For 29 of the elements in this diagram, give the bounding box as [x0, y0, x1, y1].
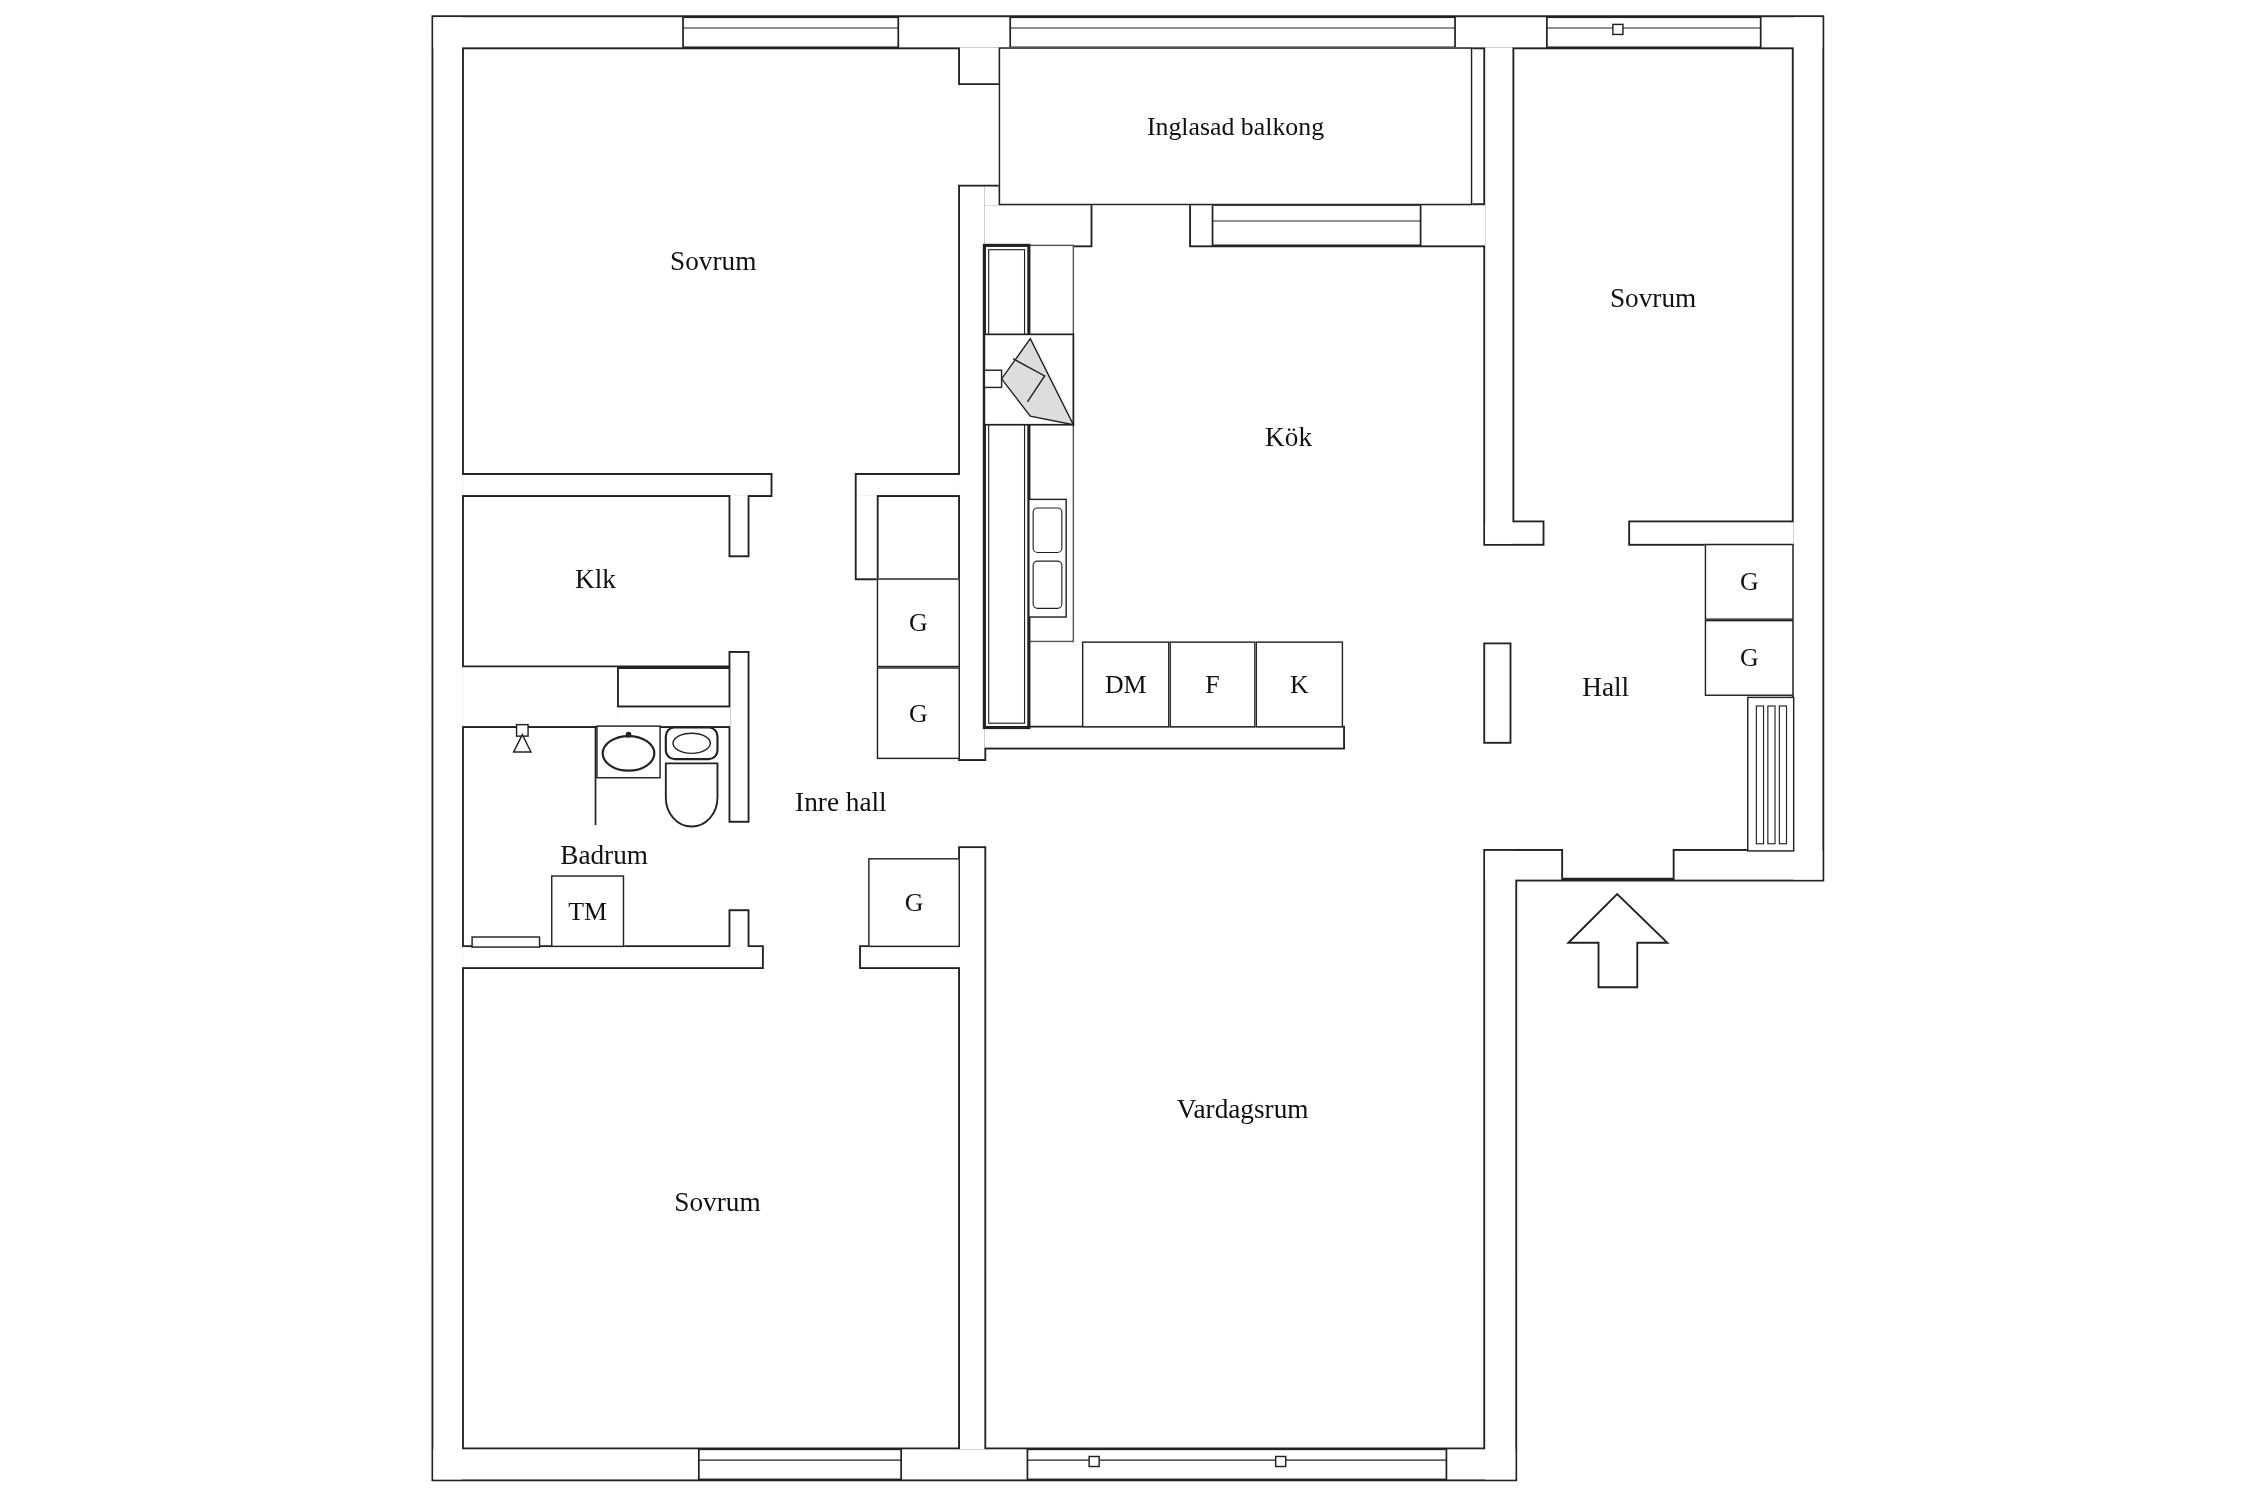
room-label: Sovrum [1609, 282, 1697, 315]
room-label: Vardagsrum [1176, 1093, 1309, 1125]
fixture-label: F [1205, 669, 1220, 700]
fixture-label: DM [1104, 669, 1147, 700]
fixture-label: TM [568, 896, 607, 927]
closet [876, 578, 960, 668]
room-label: Hall [1582, 671, 1630, 704]
room-label: Sovrum [670, 245, 757, 277]
dishwasher [1081, 641, 1170, 728]
room-label: Inre hall [795, 786, 887, 818]
closet [868, 858, 960, 948]
room-label: Klk [575, 563, 616, 596]
freezer [1255, 641, 1344, 728]
room-label: Sovrum [674, 1186, 761, 1219]
fixture-label: G [904, 887, 924, 918]
closet [1704, 619, 1794, 696]
closet [876, 667, 960, 760]
fixture-label: G [909, 698, 928, 729]
fixture-label: Inglasad balkong [1146, 111, 1325, 142]
room-label: Badrum [560, 839, 649, 871]
fixture-label: K [1290, 669, 1309, 700]
fixture-label: G [909, 607, 928, 638]
fixture-label: G [1739, 642, 1759, 673]
closet [1704, 543, 1794, 620]
room-label: Kök [1265, 421, 1313, 454]
balcony-room [998, 47, 1473, 206]
washing-machine [551, 875, 625, 948]
fridge [1169, 641, 1256, 728]
fixture-label: G [1739, 566, 1759, 597]
